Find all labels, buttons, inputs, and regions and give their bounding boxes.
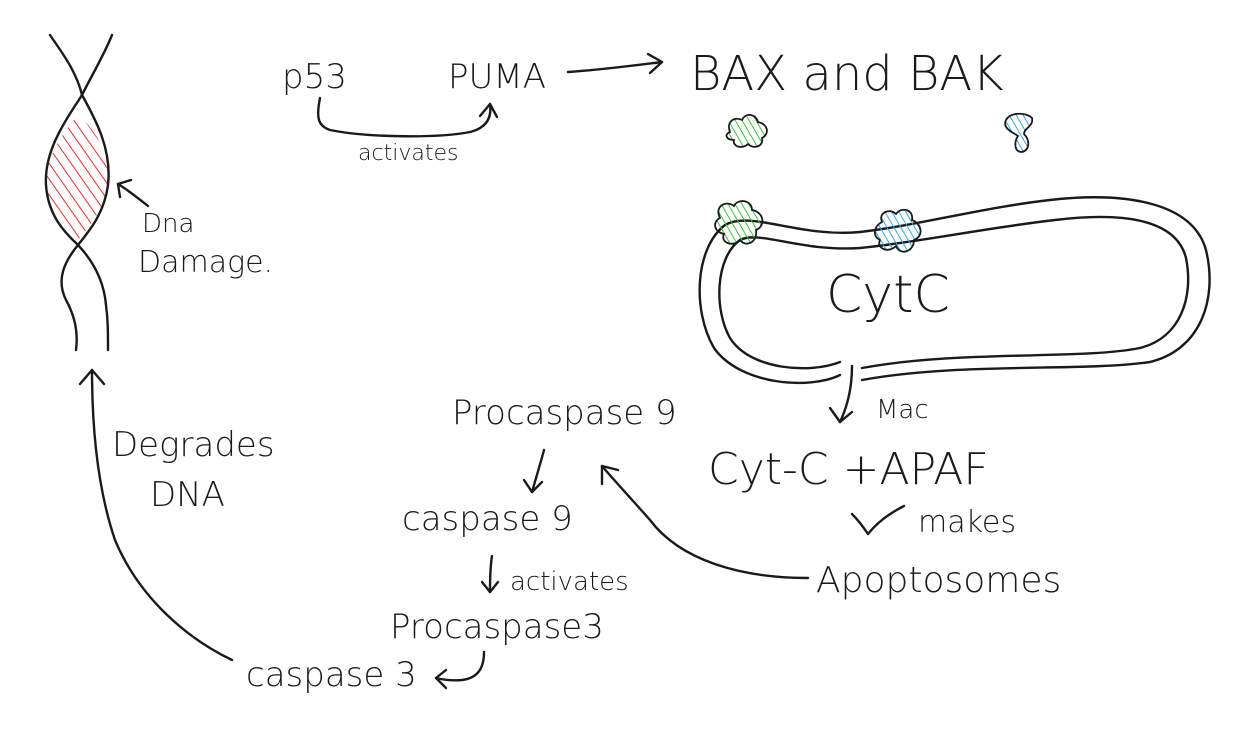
procaspase9-label: Procaspase 9: [452, 393, 677, 433]
activates-label-1: activates: [358, 141, 458, 166]
dna-damage-arrow: [116, 178, 150, 208]
bax-protein-icon: [725, 114, 768, 148]
caspase9-to-procaspase3-arrow: [480, 554, 500, 594]
caspase3-label: caspase 3: [246, 655, 417, 695]
cytc-inside-label: CytC: [826, 265, 950, 325]
activates-label-2: activates: [510, 567, 629, 597]
p53-activates-puma-arrow: [316, 96, 499, 138]
apoptosomes-label: Apoptosomes: [816, 560, 1061, 601]
degrades-label-line2: DNA: [150, 475, 225, 515]
mac-label: Mac: [876, 395, 929, 425]
apoptosomes-to-procaspase9-arrow: [600, 464, 810, 580]
bak-protein-icon: [1004, 112, 1034, 153]
cytc-apaf-label: Cyt-C +APAF: [708, 444, 989, 495]
cytc-release-arrow: [828, 364, 854, 424]
dna-damage-region: [45, 115, 108, 240]
dna-damage-label-line2: Damage.: [138, 245, 273, 280]
dna-damage-label-line1: Dna: [142, 209, 194, 239]
procaspase3-to-caspase3-arrow: [434, 650, 486, 690]
caspase3-degrades-dna-arrow: [78, 368, 234, 662]
mitochondrion: [698, 196, 1211, 385]
procaspase3-label: Procaspase3: [390, 607, 604, 647]
caspase9-label: caspase 9: [402, 499, 573, 539]
degrades-label-line1: Degrades: [112, 425, 275, 465]
makes-arrow: [850, 504, 906, 536]
puma-to-bax-bak-arrow: [566, 52, 664, 75]
bax-and-bak-label: BAX and BAK: [690, 46, 1004, 102]
bax-in-membrane-icon: [714, 200, 764, 245]
makes-label: makes: [918, 505, 1016, 540]
dna-helix: [44, 33, 114, 352]
procaspase9-to-caspase9-arrow: [522, 448, 546, 494]
puma-label: PUMA: [448, 57, 546, 97]
p53-label: p53: [282, 57, 347, 97]
bak-in-membrane-icon: [874, 208, 922, 253]
